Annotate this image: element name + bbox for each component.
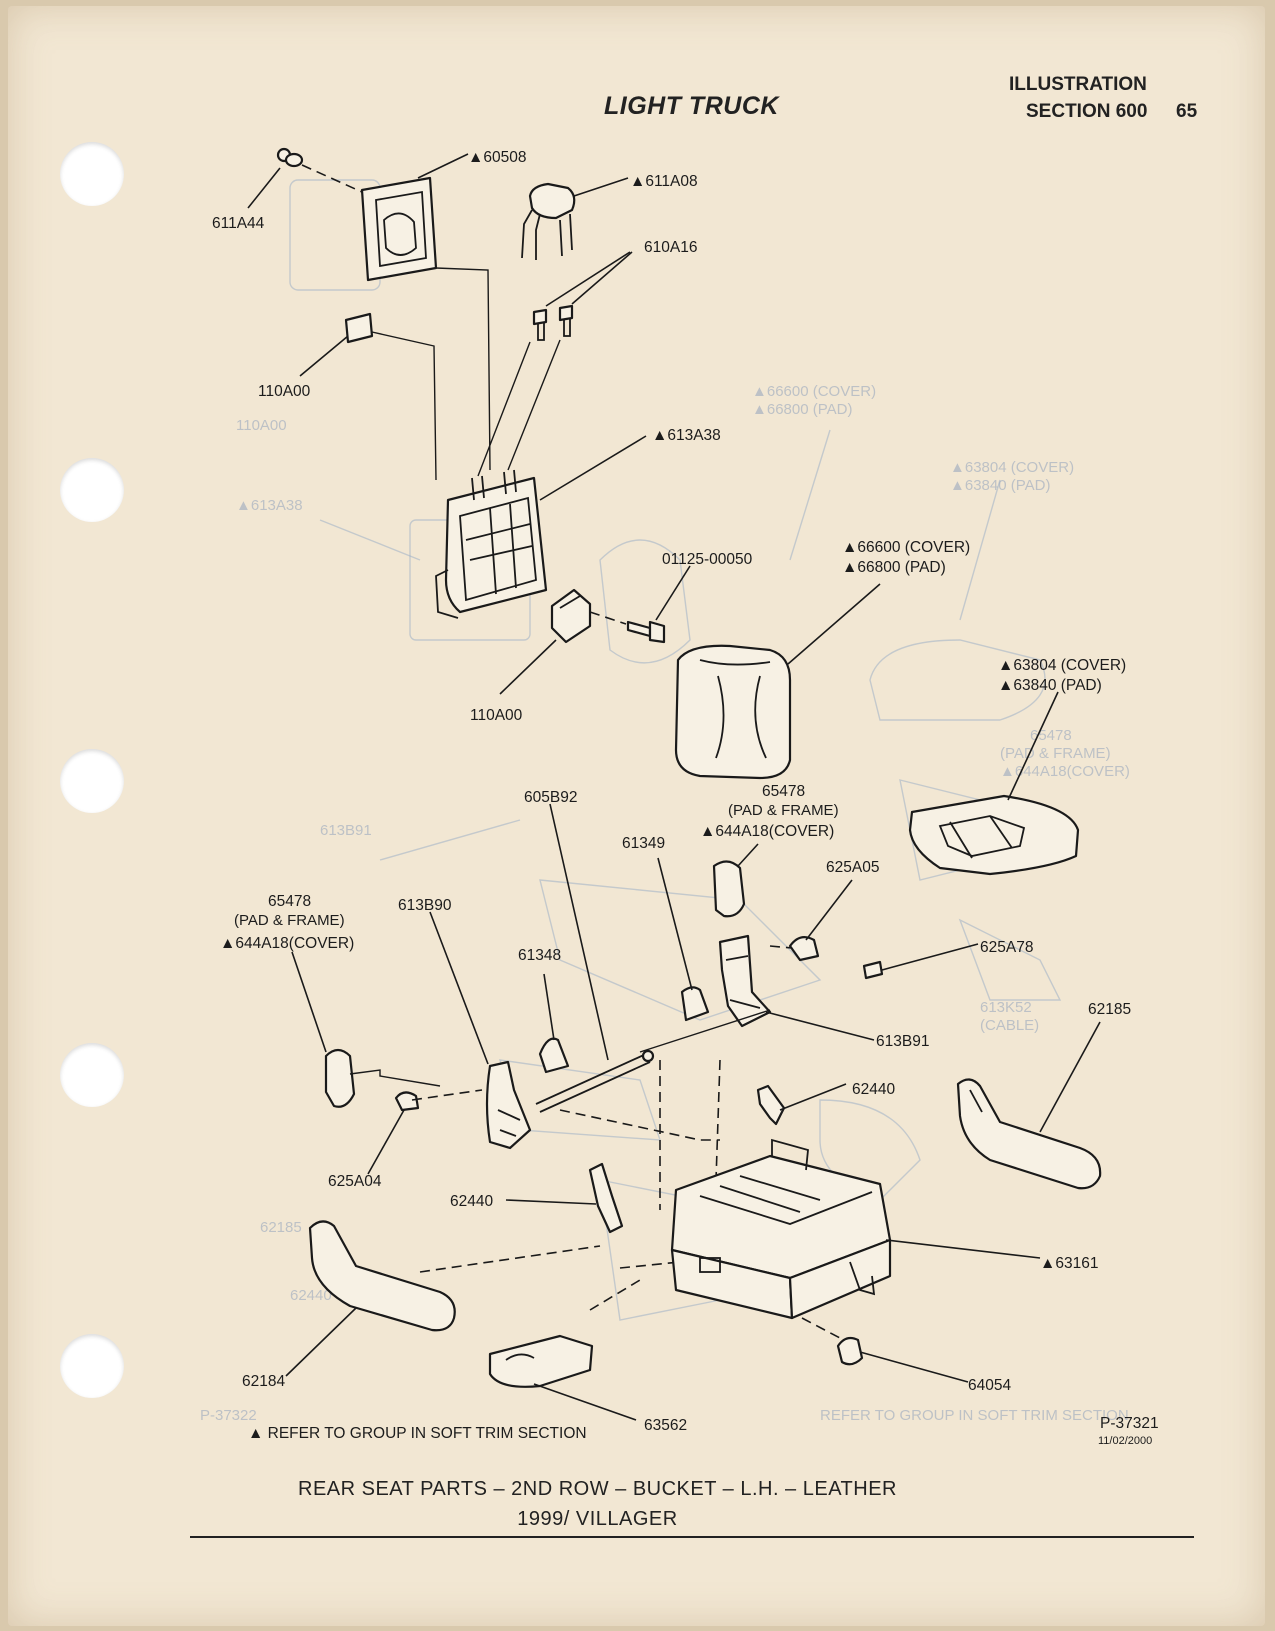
svg-text:▲63804 (COVER): ▲63804 (COVER): [950, 459, 1074, 476]
rod-605B92: [535, 1049, 655, 1113]
label-61348: 61348: [518, 947, 561, 964]
seatback-pad-66600: [674, 644, 792, 780]
illustration-label: ILLUSTRATION: [1009, 74, 1147, 95]
seat-cushion-63804: [908, 794, 1080, 876]
binder-hole: [60, 749, 124, 813]
svg-text:▲644A18(COVER): ▲644A18(COVER): [1000, 763, 1130, 780]
label-66800: ▲66800 (PAD): [842, 559, 946, 576]
bracket-62440-right: [756, 1084, 786, 1126]
seat-frame-63161: [670, 1138, 892, 1320]
label-62185: 62185: [1088, 1001, 1131, 1018]
label-110A00-mid: 110A00: [470, 707, 523, 724]
bracket-61348: [538, 1037, 570, 1074]
label-644A18-left: ▲644A18(COVER): [220, 935, 354, 952]
illustration-code: P-37321: [1100, 1415, 1159, 1432]
label-625A04: 625A04: [328, 1173, 382, 1190]
label-605B92: 605B92: [524, 789, 577, 806]
label-01125-00050: 01125-00050: [662, 551, 753, 568]
cap-625A04: [394, 1091, 420, 1112]
svg-text:(PAD & FRAME): (PAD & FRAME): [1000, 745, 1111, 762]
svg-text:65478: 65478: [1030, 727, 1072, 744]
svg-text:62440: 62440: [290, 1287, 332, 1304]
recliner-plate-613B90: [485, 1060, 532, 1150]
armrest-cap-65478-left: [324, 1048, 356, 1108]
binder-hole: [60, 142, 124, 206]
caption-rule: [190, 1536, 1194, 1538]
guides-610A16: [532, 304, 574, 341]
illustration-date: 11/02/2000: [1098, 1435, 1152, 1447]
svg-text:▲66800 (PAD): ▲66800 (PAD): [752, 401, 852, 418]
binder-hole: [60, 1043, 124, 1107]
seatback-frame-613A38: [435, 339, 561, 619]
label-63562: 63562: [644, 1417, 687, 1434]
svg-text:62185: 62185: [260, 1219, 302, 1236]
caption-model: 1999/ VILLAGER: [517, 1508, 678, 1530]
label-62440-left: 62440: [450, 1193, 493, 1210]
label-613A38: ▲613A38: [652, 427, 721, 444]
headrest-611A08: [521, 182, 576, 260]
soft-trim-note: ▲ REFER TO GROUP IN SOFT TRIM SECTION: [248, 1425, 587, 1442]
clip-625A78: [862, 960, 884, 980]
label-63804: ▲63804 (COVER): [998, 657, 1126, 674]
label-110A00-top: 110A00: [258, 383, 311, 400]
tray-63562: [488, 1334, 594, 1388]
binder-hole: [60, 458, 124, 522]
bleed-through-ghost: 110A00 ▲613A38 ▲66600 (COVER) ▲66800 (PA…: [200, 179, 1130, 1424]
armrest-62185: [956, 1078, 1102, 1190]
svg-text:P-37322: P-37322: [200, 1407, 257, 1424]
cap-625A05: [788, 935, 820, 962]
label-611A44: 611A44: [212, 215, 265, 232]
label-613B90: 613B90: [398, 897, 452, 914]
svg-text:(CABLE): (CABLE): [980, 1017, 1039, 1034]
label-65478-left-sub: (PAD & FRAME): [234, 912, 345, 929]
section-label: SECTION 600: [1026, 101, 1148, 122]
cap-64054: [836, 1336, 864, 1366]
bezel-60508: [360, 176, 438, 282]
label-63161: ▲63161: [1040, 1255, 1098, 1272]
svg-text:▲63840 (PAD): ▲63840 (PAD): [950, 477, 1050, 494]
label-625A05: 625A05: [826, 859, 879, 876]
svg-text:▲613A38: ▲613A38: [236, 497, 303, 514]
svg-text:▲66600 (COVER): ▲66600 (COVER): [752, 383, 876, 400]
label-610A16: 610A16: [644, 239, 697, 256]
svg-text:613K52: 613K52: [980, 999, 1032, 1016]
armrest-62184: [308, 1220, 456, 1332]
label-625A78: 625A78: [980, 939, 1033, 956]
label-63840: ▲63840 (PAD): [998, 677, 1102, 694]
bracket-62440-left: [588, 1162, 624, 1234]
label-64054: 64054: [968, 1377, 1011, 1394]
page-title: LIGHT TRUCK: [604, 92, 779, 120]
recliner-61349: [680, 934, 772, 1028]
page-number: 65: [1176, 101, 1198, 122]
label-66600: ▲66600 (COVER): [842, 539, 970, 556]
label-62440-right: 62440: [852, 1081, 895, 1098]
label-611A08: ▲611A08: [630, 173, 698, 190]
caption-title: REAR SEAT PARTS – 2ND ROW – BUCKET – L.H…: [298, 1478, 897, 1500]
armrest-cap-65478-right: [712, 860, 746, 918]
bracket-110A00-top: [344, 312, 374, 344]
screw-01125-00050: [626, 620, 666, 644]
svg-text:REFER TO GROUP IN SOFT TRIM SE: REFER TO GROUP IN SOFT TRIM SECTION: [820, 1407, 1129, 1424]
binder-hole: [60, 1334, 124, 1398]
label-65478-right-sub: (PAD & FRAME): [728, 802, 839, 819]
knob-611A44: [276, 147, 304, 168]
svg-text:613B91: 613B91: [320, 822, 372, 839]
label-613B91: 613B91: [876, 1033, 929, 1050]
label-65478-left: 65478: [268, 893, 311, 910]
latch-110A00: [550, 588, 592, 644]
label-62184: 62184: [242, 1373, 285, 1390]
svg-text:110A00: 110A00: [236, 417, 287, 434]
label-61349: 61349: [622, 835, 665, 852]
label-644A18-right: ▲644A18(COVER): [700, 823, 834, 840]
label-65478-right: 65478: [762, 783, 805, 800]
label-60508: ▲60508: [468, 149, 526, 166]
